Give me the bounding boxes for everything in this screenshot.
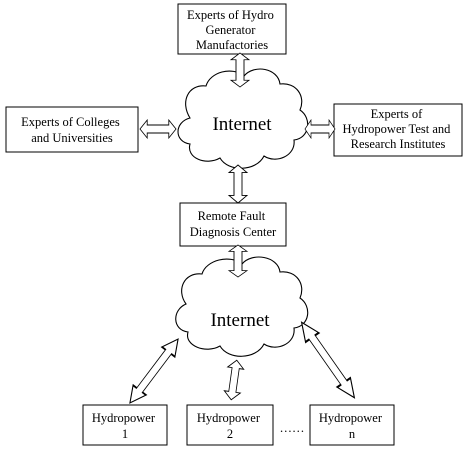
diagnosis-center-label: Remote Fault Diagnosis Center	[190, 209, 277, 239]
arrow-internet-hydropower-2	[222, 358, 246, 402]
internet-cloud-top-label: Internet	[212, 114, 272, 135]
diagnosis-center-box	[179, 202, 287, 247]
manufactories-box	[177, 3, 287, 55]
institutes-box	[333, 103, 463, 157]
colleges-box	[5, 106, 139, 153]
arrow-internet-hydropower-1	[122, 333, 186, 409]
arrow-institutes-internet	[304, 119, 336, 139]
hydropower-2-label: Hydropower 2	[197, 411, 263, 441]
hydropower-1-label: Hydropower 1	[92, 411, 158, 441]
arrow-internet-center	[228, 164, 248, 204]
hydropower-1-box	[82, 404, 168, 446]
hydropower-2-box	[186, 404, 274, 446]
internet-cloud-bottom	[175, 256, 309, 357]
arrow-colleges-internet	[139, 119, 177, 139]
colleges-label: Experts of Colleges and Universities	[21, 115, 123, 145]
internet-cloud-bottom-label: Internet	[210, 310, 270, 331]
institutes-label: Experts of Hydropower Test and Research …	[342, 107, 453, 151]
arrow-manufactories-internet	[230, 52, 250, 88]
manufactories-label: Experts of Hydro Generator Manufactories	[187, 8, 277, 52]
arrow-internet-hydropower-n	[294, 316, 362, 404]
hydropower-n-box	[309, 404, 395, 446]
hydropower-n-label: Hydropower n	[319, 411, 385, 441]
ellipsis: ……	[280, 421, 305, 435]
